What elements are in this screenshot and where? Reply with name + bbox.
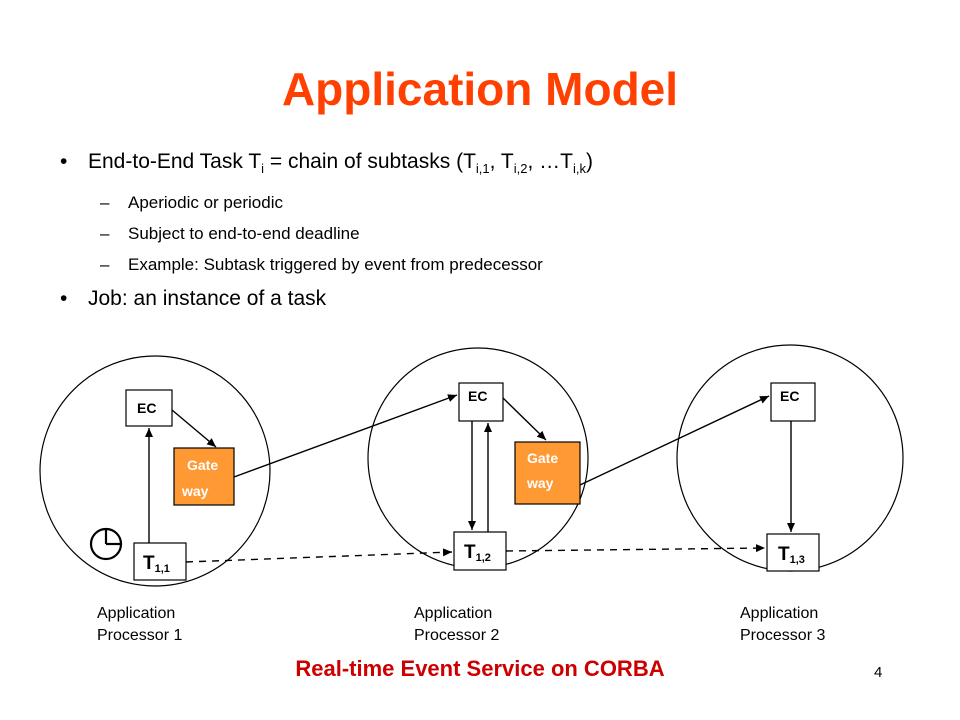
arrow-gateway1-to-ec2 bbox=[233, 394, 458, 478]
processor-3-label: Application Processor 3 bbox=[740, 603, 825, 647]
sub-bullet-text: Subject to end-to-end deadline bbox=[128, 224, 360, 243]
dash-glyph: – bbox=[100, 224, 110, 243]
gateway-label-line1: Gate bbox=[527, 450, 558, 466]
slide-title: Application Model bbox=[281, 63, 679, 115]
ec-label: EC bbox=[137, 400, 156, 416]
bullet-glyph: • bbox=[60, 150, 68, 173]
b1-text-pre: End-to-End Task T bbox=[88, 150, 262, 173]
sub-bullet-text: Aperiodic or periodic bbox=[128, 193, 283, 212]
ec-label: EC bbox=[468, 388, 487, 404]
task-t11-box bbox=[133, 542, 187, 581]
arrow-ec2-to-gateway2 bbox=[502, 397, 547, 441]
processor-1-label: Application Processor 1 bbox=[97, 603, 182, 647]
sub-bullet-text: Example: Subtask triggered by event from… bbox=[128, 255, 543, 274]
processor-label-line1: Application bbox=[97, 605, 176, 622]
b1-sep1: , T bbox=[489, 150, 514, 173]
ec-box-2 bbox=[458, 382, 504, 422]
b1-end: ) bbox=[586, 150, 593, 173]
task-t13-label: T1,3 bbox=[778, 544, 805, 566]
b1-sub-ik: i,k bbox=[573, 161, 586, 176]
gateway-label-line2: way bbox=[526, 475, 554, 491]
gateway-box-1 bbox=[173, 447, 235, 506]
arrow-gateway2-to-ec3 bbox=[579, 395, 770, 486]
b1-sub-i: i bbox=[261, 161, 265, 176]
dashed-arrow-t12-to-t13 bbox=[505, 544, 766, 553]
gateway-label-line1: Gate bbox=[187, 457, 218, 473]
bullet-glyph: • bbox=[60, 287, 68, 310]
ec-box-1 bbox=[125, 389, 173, 427]
task-letter: T bbox=[143, 553, 155, 574]
bullet-list: • End-to-End Task Ti = chain of subtasks… bbox=[60, 148, 920, 313]
bullet-job: • Job: an instance of a task bbox=[60, 285, 920, 313]
b1-text-mid: = chain of subtasks (T bbox=[264, 150, 476, 173]
dashed-arrow-t11-to-t12 bbox=[185, 548, 453, 563]
task-t12-box bbox=[453, 531, 507, 571]
task-t12-label: T1,2 bbox=[464, 542, 491, 564]
ec-label: EC bbox=[780, 388, 799, 404]
dash-glyph: – bbox=[100, 255, 110, 274]
ec-box-3 bbox=[770, 382, 816, 422]
b1-sub-i2: i,2 bbox=[513, 161, 528, 176]
processor-1-circle bbox=[39, 355, 271, 587]
clock-icon bbox=[89, 527, 123, 561]
processor-label-line1: Application bbox=[740, 605, 819, 622]
task-t11-subscript: 1,1 bbox=[155, 563, 170, 575]
sub-bullet-aperiodic: – Aperiodic or periodic bbox=[60, 192, 920, 214]
b1-sub-i1: i,1 bbox=[475, 161, 490, 176]
gateway-label-line2: way bbox=[181, 483, 209, 499]
gateway-box-2 bbox=[514, 441, 581, 505]
processor-label-line2: Processor 3 bbox=[740, 627, 826, 644]
processor-2-label: Application Processor 2 bbox=[414, 603, 499, 647]
task-t13-subscript: 1,3 bbox=[790, 554, 805, 566]
bullet-end-to-end-task: • End-to-End Task Ti = chain of subtasks… bbox=[60, 148, 920, 183]
arrow-ec1-to-gateway1 bbox=[171, 409, 217, 448]
task-letter: T bbox=[464, 542, 476, 563]
task-t13-box bbox=[766, 533, 820, 572]
footer-caption: Real-time Event Service on CORBA bbox=[295, 656, 665, 681]
task-t12-subscript: 1,2 bbox=[476, 552, 491, 564]
page-number: 4 bbox=[874, 664, 883, 681]
dash-glyph: – bbox=[100, 193, 110, 212]
processor-label-line2: Processor 1 bbox=[97, 627, 183, 644]
processor-label-line1: Application bbox=[414, 605, 493, 622]
bullet-job-text: Job: an instance of a task bbox=[88, 287, 327, 310]
sub-bullet-example: – Example: Subtask triggered by event fr… bbox=[60, 254, 920, 276]
processor-label-line2: Processor 2 bbox=[414, 627, 500, 644]
task-t11-label: T1,1 bbox=[143, 553, 170, 575]
sub-bullet-deadline: – Subject to end-to-end deadline bbox=[60, 223, 920, 245]
task-letter: T bbox=[778, 544, 790, 565]
b1-sep2: , …T bbox=[527, 150, 574, 173]
